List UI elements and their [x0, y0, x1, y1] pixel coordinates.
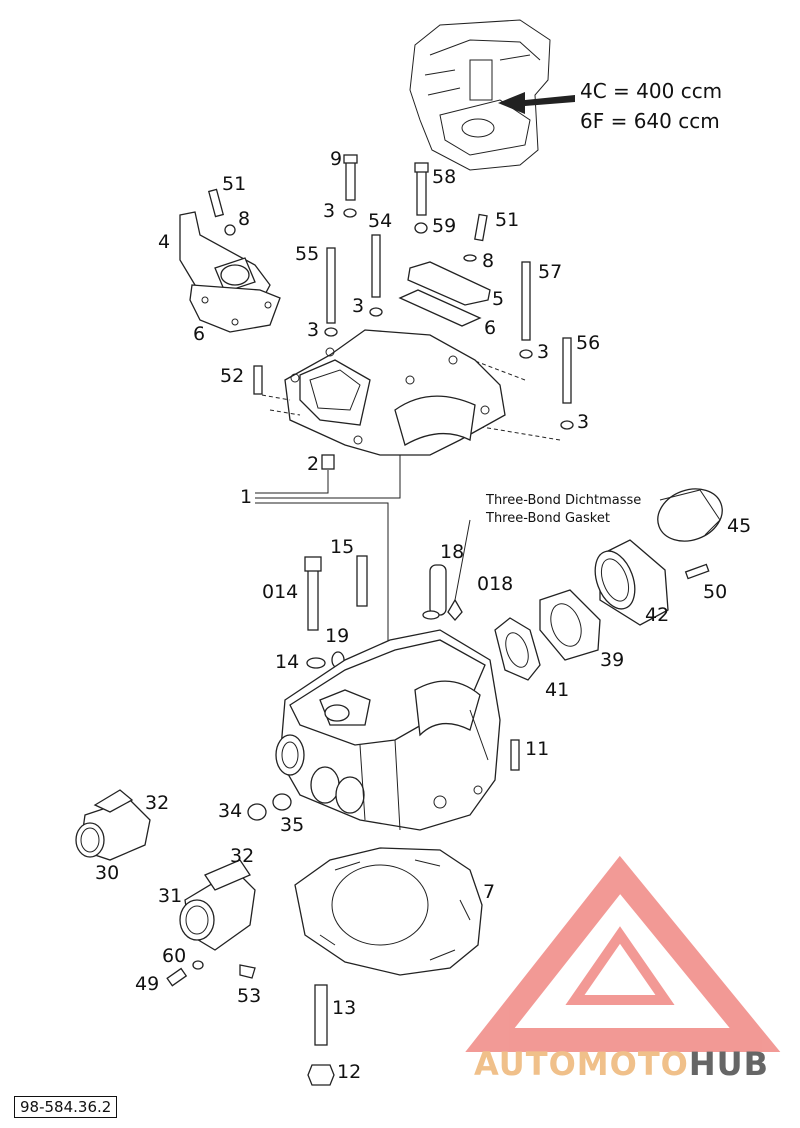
label-3: 3 [577, 411, 589, 433]
label-19: 19 [325, 625, 349, 647]
label-18: 18 [440, 541, 464, 563]
dowel-pin [321, 454, 335, 470]
label-54: 54 [368, 210, 392, 232]
label-5: 5 [492, 288, 504, 310]
intake-adapter-31 [179, 859, 256, 951]
thermostat-housing [179, 188, 281, 333]
part-labels: 51 8 4 6 9 3 58 59 51 54 55 8 57 3 3 5 6… [95, 148, 751, 1083]
label-50: 50 [703, 581, 727, 603]
label-53: 53 [237, 985, 261, 1007]
engine-note-line2: 6F = 640 ccm [580, 109, 720, 133]
gasket-note-line2: Three-Bond Gasket [485, 511, 610, 526]
engine-thumbnail [409, 19, 551, 171]
label-30: 30 [95, 862, 119, 884]
label-58: 58 [432, 166, 456, 188]
label-12: 12 [337, 1061, 361, 1083]
label-31: 31 [158, 885, 182, 907]
flange-gasket [494, 617, 541, 681]
label-51: 51 [495, 209, 519, 231]
label-52: 52 [220, 365, 244, 387]
label-2: 2 [307, 453, 319, 475]
label-51: 51 [222, 173, 246, 195]
label-3: 3 [537, 341, 549, 363]
label-35: 35 [280, 814, 304, 836]
label-3: 3 [352, 295, 364, 317]
watermark-hub: HUB [688, 1045, 770, 1083]
label-7: 7 [483, 881, 495, 903]
label-45: 45 [727, 515, 751, 537]
label-018: 018 [477, 573, 513, 595]
intake-boot [594, 539, 669, 626]
stud-nut [307, 984, 335, 1086]
label-60: 60 [162, 945, 186, 967]
reference-number: 98-584.36.2 [14, 1096, 118, 1118]
label-6: 6 [484, 317, 496, 339]
watermark-auto: AUTO [474, 1045, 577, 1083]
label-4: 4 [158, 231, 170, 253]
watermark-logo [465, 855, 781, 1052]
label-8: 8 [238, 208, 250, 230]
label-13: 13 [332, 997, 356, 1019]
label-39: 39 [600, 649, 624, 671]
label-57: 57 [538, 261, 562, 283]
label-41: 41 [545, 679, 569, 701]
label-59: 59 [432, 215, 456, 237]
label-34: 34 [218, 800, 242, 822]
label-6: 6 [193, 323, 205, 345]
label-014: 014 [262, 581, 298, 603]
label-9: 9 [330, 148, 342, 170]
cylinder-head [275, 629, 520, 831]
intake-clamp [657, 488, 723, 580]
watermark-text: AUTOMOTOHUB [474, 1045, 769, 1083]
label-15: 15 [330, 536, 354, 558]
label-32: 32 [145, 792, 169, 814]
label-8: 8 [482, 250, 494, 272]
engine-arrow [498, 92, 575, 114]
intake-flange [539, 589, 601, 661]
intake-adapter-30 [75, 789, 151, 861]
sensors [304, 519, 471, 669]
label-56: 56 [576, 332, 600, 354]
engine-note-line1: 4C = 400 ccm [580, 79, 722, 103]
label-3: 3 [307, 319, 319, 341]
label-32: 32 [230, 845, 254, 867]
label-49: 49 [135, 973, 159, 995]
leader-1 [255, 455, 401, 650]
bolts-upper [253, 154, 574, 430]
label-42: 42 [645, 604, 669, 626]
label-55: 55 [295, 243, 319, 265]
label-3: 3 [323, 200, 335, 222]
small-parts-left [166, 793, 292, 987]
gasket-note-line1: Three-Bond Dichtmasse [485, 493, 641, 508]
head-gasket [294, 847, 483, 976]
watermark-moto: MOTO [576, 1045, 689, 1083]
label-14: 14 [275, 651, 299, 673]
label-11: 11 [525, 738, 549, 760]
camshaft-housing [261, 329, 506, 456]
label-1: 1 [240, 486, 252, 508]
